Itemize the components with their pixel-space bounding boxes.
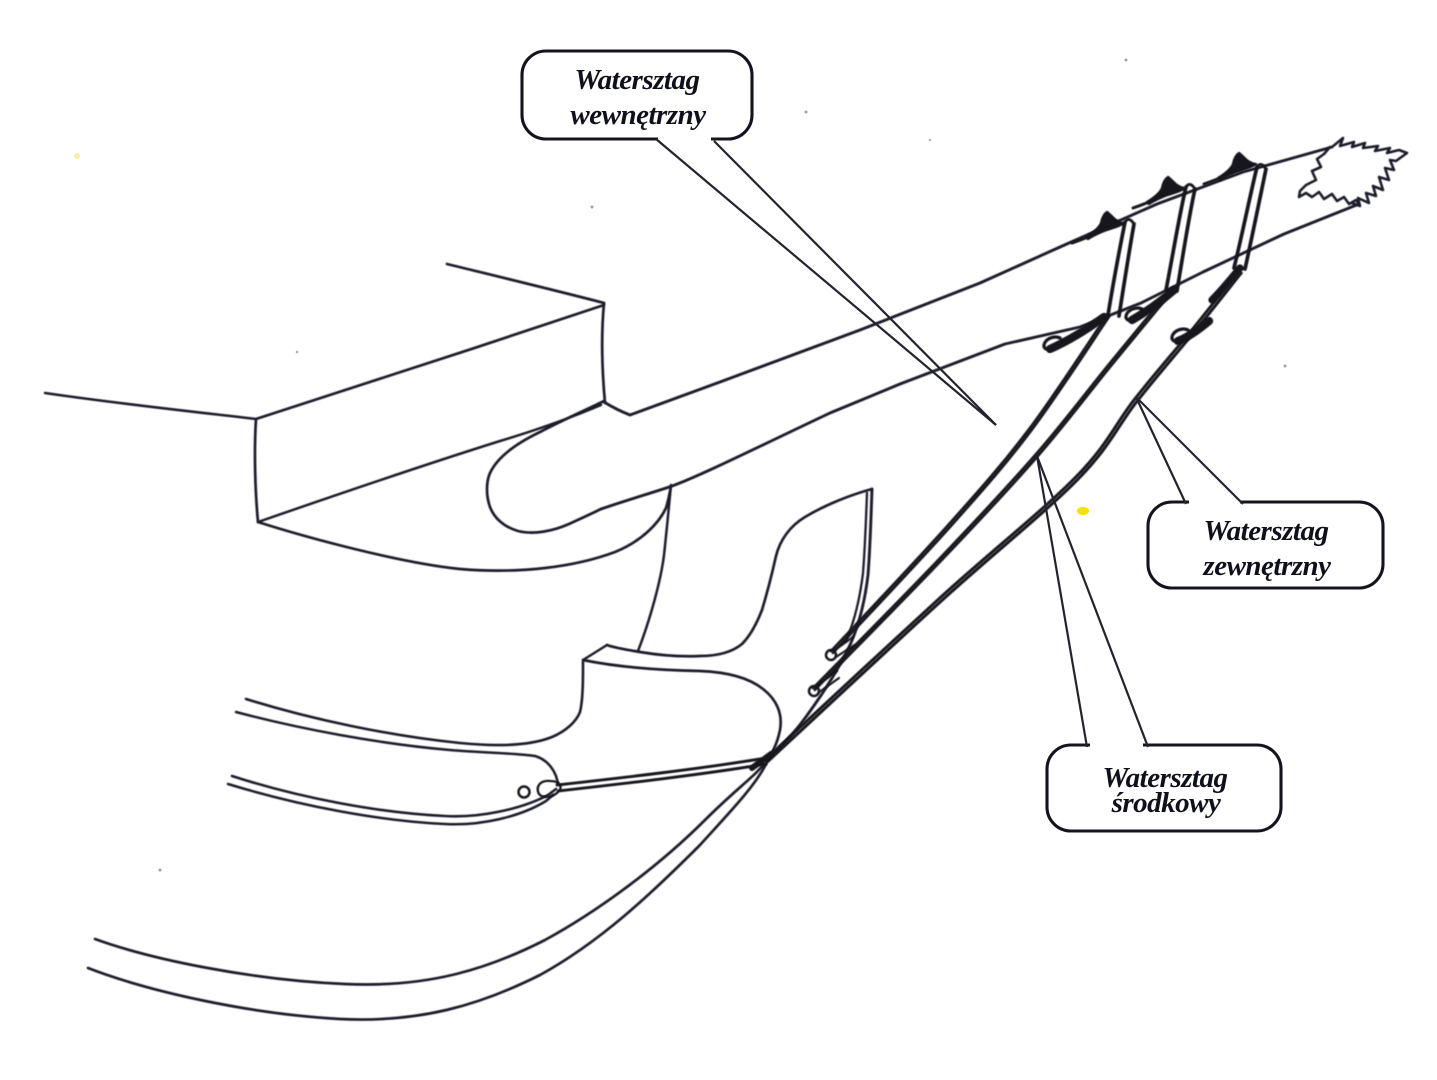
svg-text:Watersztag: Watersztag xyxy=(575,64,700,96)
svg-text:środkowy: środkowy xyxy=(1111,787,1221,819)
svg-text:zewnętrzny: zewnętrzny xyxy=(1202,550,1331,582)
svg-text:Watersztag: Watersztag xyxy=(1103,762,1228,794)
svg-text:wewnętrzny: wewnętrzny xyxy=(570,99,706,131)
svg-text:Watersztag: Watersztag xyxy=(1204,515,1329,547)
